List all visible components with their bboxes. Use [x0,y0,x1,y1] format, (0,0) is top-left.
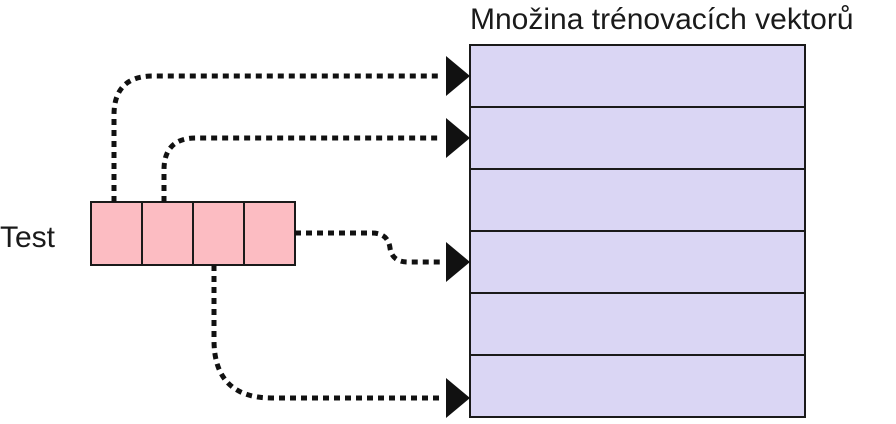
training-vector-row-1 [469,44,806,108]
training-vector-row-4 [469,230,806,294]
arrowhead-row-6 [446,378,470,418]
training-vector-row-6 [469,354,806,418]
training-vector-row-5 [469,292,806,356]
connector-cell-4-to-row-4 [295,230,442,265]
test-vector-cell-1 [90,201,143,266]
arrowhead-row-1 [446,56,470,96]
test-vector [90,201,296,266]
training-vector-row-2 [469,106,806,170]
test-vector-cell-4 [243,201,296,266]
test-vector-cell-3 [192,201,245,266]
arrowhead-row-4 [446,242,470,282]
test-label: Test [0,221,56,254]
connector-cell-2-to-row-2 [161,135,442,202]
test-vector-cell-2 [141,201,194,266]
training-set-table [469,44,806,418]
connector-cell-3-to-row-6 [211,265,442,401]
connector-cell-1-to-row-1 [111,73,442,202]
training-set-title: Množina trénovacích vektorů [470,3,854,36]
training-vector-row-3 [469,168,806,232]
connector-group [111,56,470,418]
arrowhead-row-2 [446,118,470,158]
